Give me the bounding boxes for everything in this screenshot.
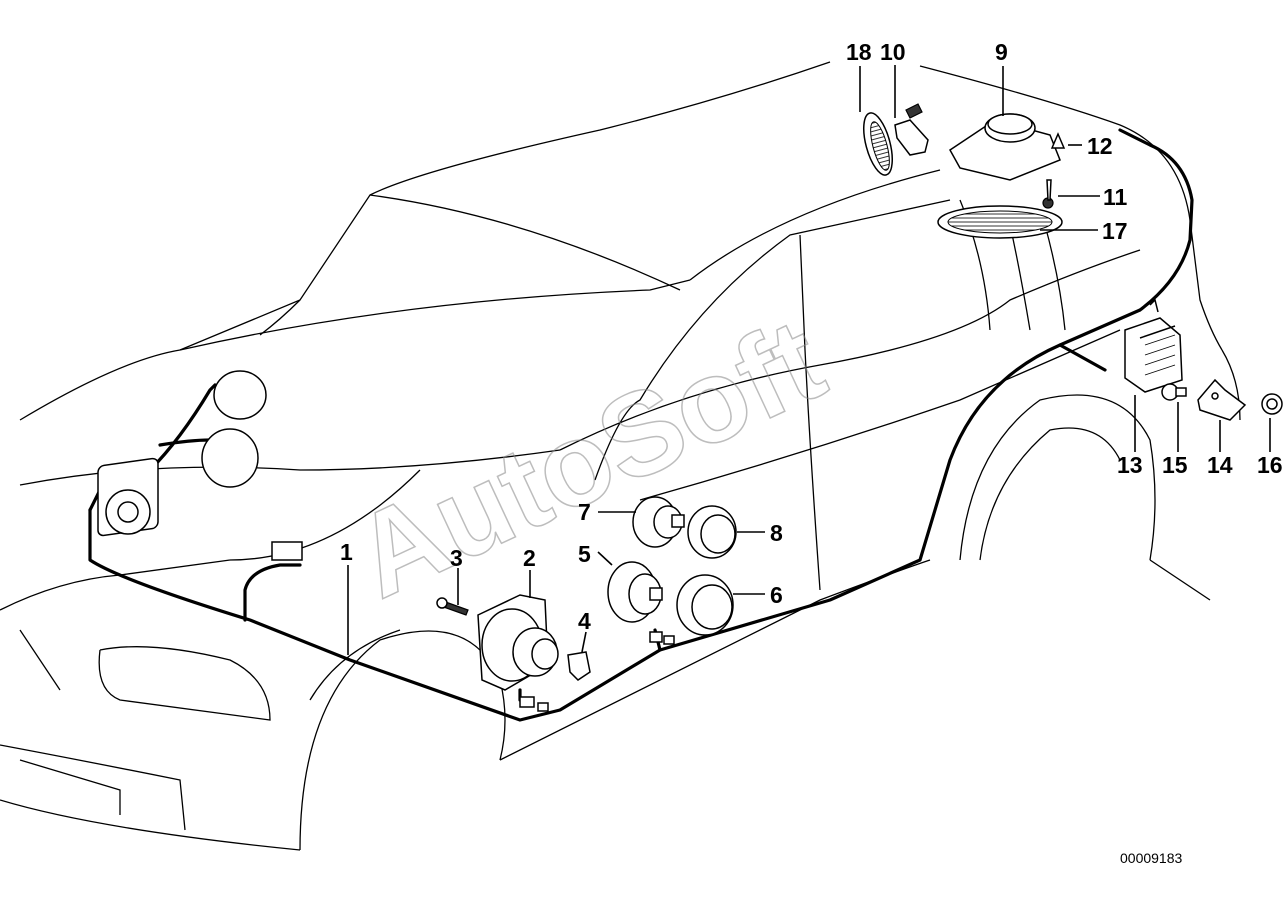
callout-18: 18 xyxy=(846,39,872,65)
door-connector xyxy=(271,541,303,561)
callout-2: 2 xyxy=(523,545,536,571)
callout-7: 7 xyxy=(578,499,591,525)
callout-15: 15 xyxy=(1162,452,1188,478)
callout-1: 1 xyxy=(340,539,353,565)
callout-labels: 1 2 3 4 5 6 7 8 9 10 11 12 13 14 15 16 1… xyxy=(340,39,1283,634)
grille-part-17 xyxy=(937,205,1063,239)
rear-speaker-part-9 xyxy=(949,113,1061,181)
callout-16: 16 xyxy=(1257,452,1283,478)
tweeter-part-7 xyxy=(632,496,685,548)
callout-13: 13 xyxy=(1117,452,1143,478)
grille-part-18 xyxy=(863,112,893,176)
nut-part-16 xyxy=(1261,393,1283,415)
document-number: 00009183 xyxy=(1120,850,1183,866)
callout-17: 17 xyxy=(1102,218,1128,244)
callout-12: 12 xyxy=(1087,133,1113,159)
leader-lines xyxy=(347,65,1271,655)
clip-part-12 xyxy=(1050,132,1066,149)
callout-10: 10 xyxy=(880,39,906,65)
amplifier-part-13 xyxy=(1124,298,1183,393)
front-door-woofer xyxy=(97,457,159,537)
bracket-part-14 xyxy=(1197,378,1247,421)
nut-part-15 xyxy=(1161,383,1187,401)
front-tweeter-lower xyxy=(201,428,259,488)
clip-part-4 xyxy=(567,651,591,681)
callout-8: 8 xyxy=(770,520,783,546)
callout-3: 3 xyxy=(450,545,463,571)
trim-ring-part-6 xyxy=(676,574,734,636)
callout-4: 4 xyxy=(578,608,591,634)
callout-5: 5 xyxy=(578,541,591,567)
screw-part-11 xyxy=(1042,179,1054,209)
tweeter-part-5 xyxy=(607,561,675,645)
callout-6: 6 xyxy=(770,582,783,608)
watermark-text: AutoSoft xyxy=(335,293,842,623)
front-tweeter-upper xyxy=(213,370,267,420)
trim-ring-part-8 xyxy=(687,505,737,559)
screw-part-3 xyxy=(436,597,469,616)
loudspeaker-part-2 xyxy=(477,594,559,712)
bracket-part-10 xyxy=(894,103,929,156)
callout-14: 14 xyxy=(1207,452,1233,478)
callout-11: 11 xyxy=(1103,184,1128,210)
wiring-harness xyxy=(88,128,1194,722)
callout-9: 9 xyxy=(995,39,1008,65)
